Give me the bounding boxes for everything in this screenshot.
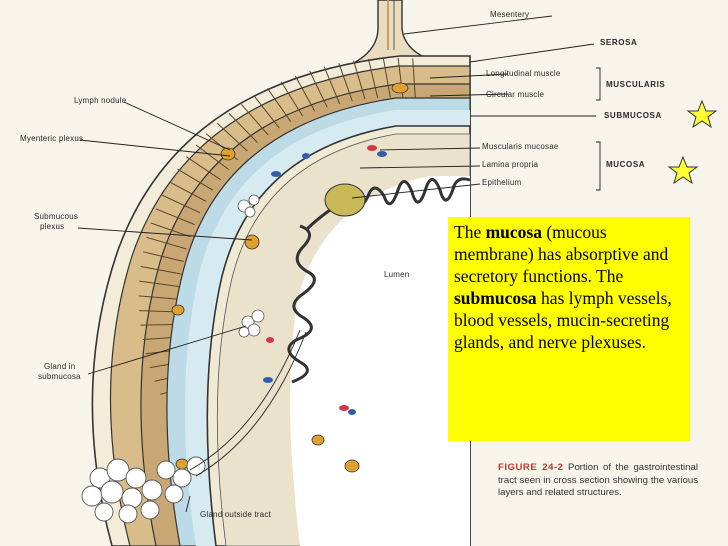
muscle-segment-line (216, 122, 248, 152)
layer-brackets (596, 67, 601, 191)
muscle-segment-line (280, 81, 304, 117)
muscle-segment-line (323, 66, 341, 104)
gland-duct-2 (195, 331, 307, 477)
muscle-segment-line (338, 63, 353, 102)
muscle-segment-line (146, 236, 187, 250)
submucosa-glands (237, 194, 265, 338)
plexus-nodes (171, 82, 409, 473)
muscle-segment-line (138, 295, 181, 300)
info-text-part1: The (454, 222, 486, 242)
muscle-segment-line (309, 70, 328, 108)
info-term-mucosa: mucosa (485, 222, 542, 242)
submucosa-vessels (263, 145, 387, 415)
muscle-segment-line (162, 194, 201, 214)
info-term-submucosa: submucosa (454, 288, 537, 308)
label-muscularis: MUSCULARIS (606, 80, 666, 89)
label-serosa: SEROSA (600, 38, 638, 47)
figure-caption: FIGURE 24-2 Portion of the gastrointesti… (498, 462, 698, 500)
leader-lines (77, 15, 596, 513)
star-icon (667, 155, 699, 185)
label-epithelium: Epithelium (482, 178, 522, 187)
muscle-segment-line (150, 222, 191, 238)
gland-duct (189, 329, 301, 471)
muscle-segment-line (353, 60, 366, 100)
info-textbox: The mucosa (mucous membrane) has absorpt… (448, 217, 690, 441)
muscle-segment-line (195, 144, 230, 171)
muscle-segment-line (253, 95, 280, 129)
label-mesentery: Mesentery (490, 10, 530, 19)
info-text-part3: has lymph vessels, blood vessels, mucin-… (454, 288, 672, 352)
muscle-segment-line (294, 75, 316, 112)
label-mucosa: MUCOSA (606, 160, 646, 169)
label-submucosa: SUBMUCOSA (604, 111, 662, 120)
label-gland-in-submucosa-line1: Gland in (44, 362, 76, 371)
muscle-segment-line (267, 88, 292, 122)
muscle-segment-line (367, 58, 379, 99)
mucosal-folds-2 (287, 224, 316, 384)
muscle-segment-line (412, 58, 416, 99)
gland-outside-tract (81, 456, 206, 524)
star-icon (686, 99, 718, 129)
label-gland-in-submucosa-line2: submucosa (38, 372, 81, 381)
label-muscularis-mucosae: Muscularis mucosae (482, 142, 559, 151)
label-lamina-propria: Lamina propria (482, 160, 539, 169)
muscle-segment-line (177, 168, 214, 191)
muscle-segment-line (382, 57, 391, 98)
lumen-area (290, 176, 470, 546)
figure-number: FIGURE 24-2 (498, 462, 564, 473)
label-gland-outside-tract: Gland outside tract (200, 510, 271, 519)
label-circular-muscle: Circular muscle (486, 90, 545, 99)
muscle-segment-line (140, 265, 182, 275)
muscle-segment-line (240, 103, 269, 136)
figure-caption-text: Portion of the gastrointestinal tract se… (498, 462, 698, 498)
lymph-nodule-shape (324, 183, 366, 217)
mucosal-folds-3 (304, 208, 331, 232)
label-myenteric-plexus: Myenteric plexus (20, 134, 84, 143)
label-longitudinal-muscle: Longitudinal muscle (486, 69, 561, 78)
info-text-part2: (mucous membrane) has absorptive and sec… (454, 222, 669, 286)
label-lymph-nodule: Lymph nodule (74, 96, 127, 105)
muscle-segment-line (169, 181, 207, 202)
label-submucous-plexus-line1: Submucous (34, 212, 79, 221)
label-lumen: Lumen (384, 270, 410, 279)
muscle-segment-line (185, 156, 221, 181)
label-submucous-plexus-line2: plexus (40, 222, 65, 231)
muscle-segment-line (139, 280, 181, 288)
muscle-segment-line (228, 113, 258, 144)
muscle-segment-line (155, 208, 195, 226)
muscle-segment-line (142, 251, 184, 262)
